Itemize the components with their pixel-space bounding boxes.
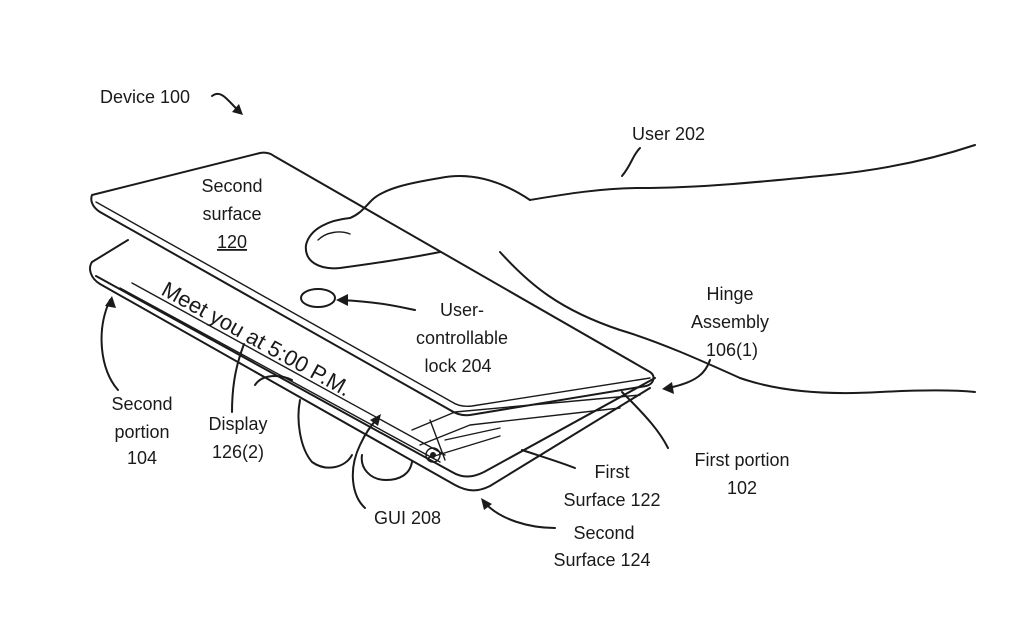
label-display-l2: 126(2) — [212, 442, 264, 462]
label-second-surface-124-l2: Surface 124 — [553, 550, 650, 570]
label-first-surface-l2: Surface 122 — [563, 490, 660, 510]
label-hinge-l2: Assembly — [691, 312, 769, 332]
label-lock-l1: User- — [440, 300, 484, 320]
label-second-portion-l3: 104 — [127, 448, 157, 468]
leader-lines — [100, 93, 711, 529]
label-lock-l2: controllable — [416, 328, 508, 348]
label-hinge-l3: 106(1) — [706, 340, 758, 360]
label-second-surface-120-l1: Second — [201, 176, 262, 196]
label-second-surface-120-ref: 120 — [217, 232, 247, 252]
label-display-l1: Display — [208, 414, 267, 434]
label-second-portion-l2: portion — [114, 422, 169, 442]
device-second-portion — [89, 239, 656, 492]
label-gui: GUI 208 — [374, 508, 441, 528]
user-controllable-lock — [300, 288, 336, 308]
label-second-surface-120-l2: surface — [202, 204, 261, 224]
label-user: User 202 — [632, 124, 705, 144]
label-hinge-l1: Hinge — [706, 284, 753, 304]
label-first-portion-l1: First portion — [694, 450, 789, 470]
label-second-surface-124-l1: Second — [573, 523, 634, 543]
device-first-portion-lid — [90, 151, 655, 417]
label-second-portion-l1: Second — [111, 394, 172, 414]
first-surface-interior — [411, 394, 641, 463]
label-first-portion-l2: 102 — [727, 478, 757, 498]
label-lock-l3: lock 204 — [424, 356, 491, 376]
label-device: Device 100 — [100, 87, 190, 107]
labels: Device 100 User 202 Second surface 120 U… — [100, 87, 790, 570]
label-first-surface-l1: First — [595, 462, 630, 482]
user-hand — [254, 144, 976, 481]
